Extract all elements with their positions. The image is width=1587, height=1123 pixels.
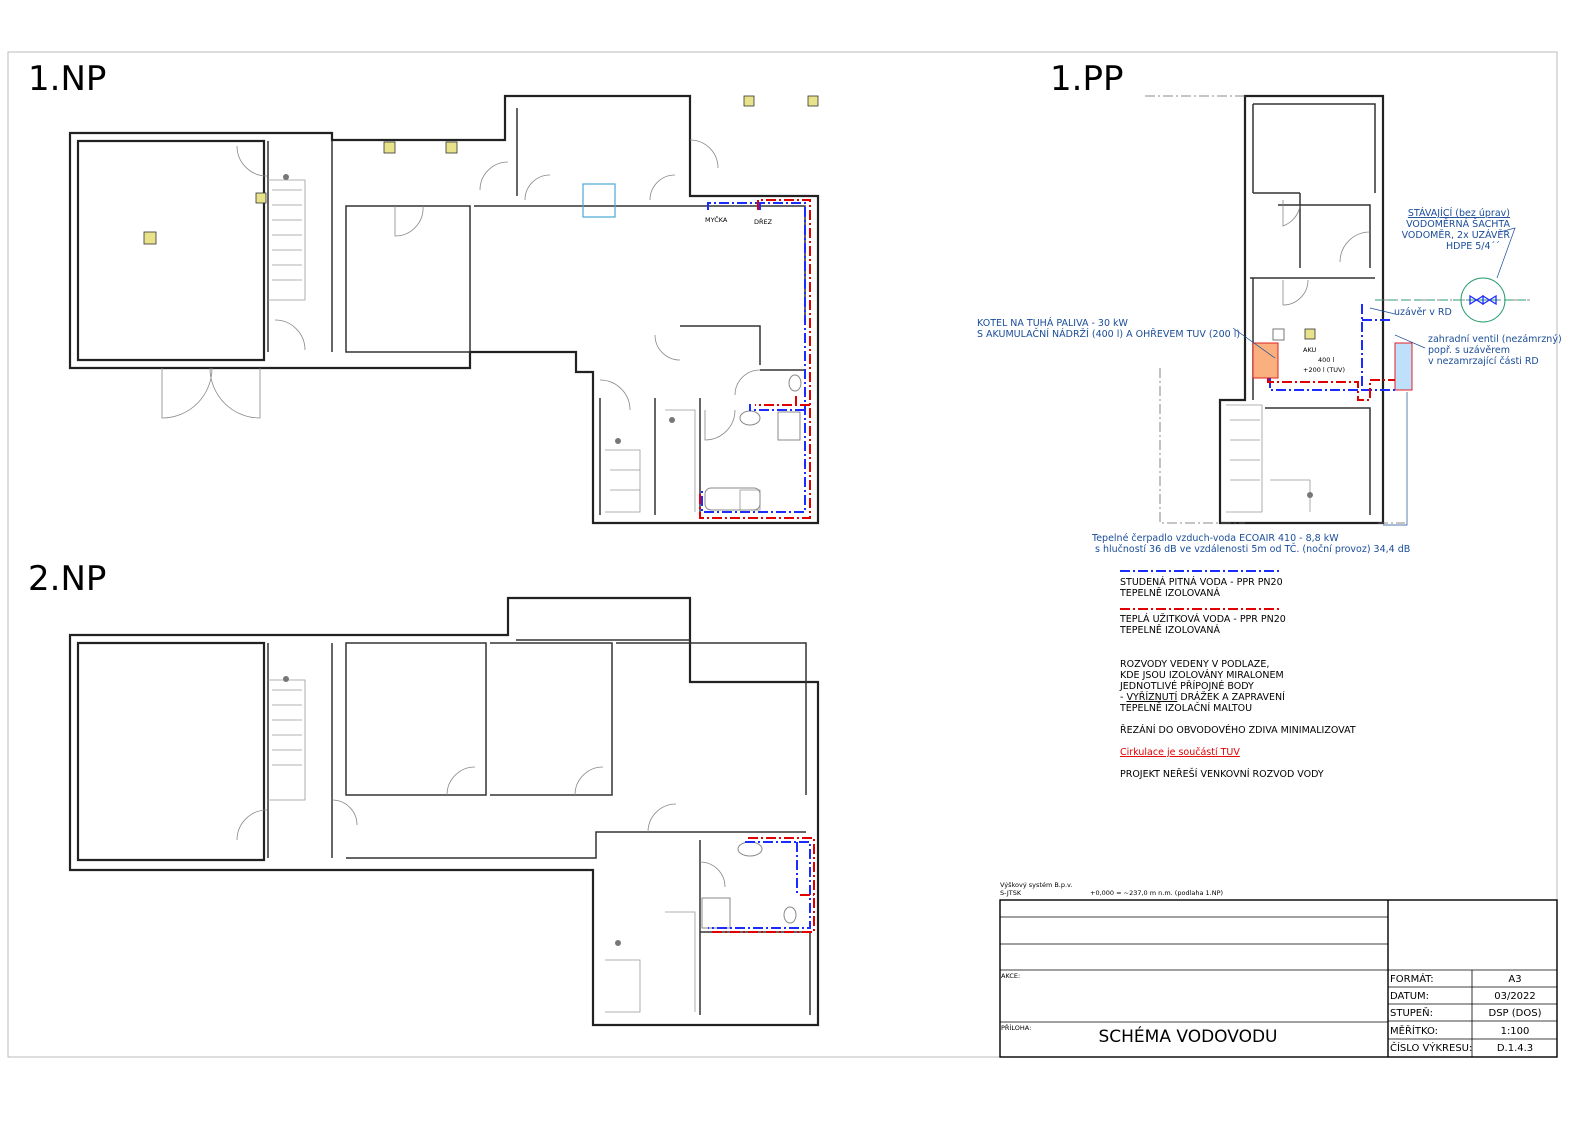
legend-hot-label: TEPLÁ UŽITKOVÁ VODA - PPR PN20 [1119,613,1286,625]
svg-text:STUPEŇ:: STUPEŇ: [1390,1006,1433,1019]
svg-text:TEPELNĚ IZOLOVANÁ: TEPELNĚ IZOLOVANÁ [1119,587,1221,599]
svg-text:S-JTSK: S-JTSK [1000,889,1022,897]
svg-text:MĚŘÍTKO:: MĚŘÍTKO: [1390,1024,1438,1037]
svg-text:ŘEZÁNÍ DO OBVODOVÉHO ZDIVA MIN: ŘEZÁNÍ DO OBVODOVÉHO ZDIVA MINIMALIZOVAT [1120,724,1356,736]
svg-text:TEPELNĚ IZOLAČNÍ MALTOU: TEPELNĚ IZOLAČNÍ MALTOU [1119,702,1252,714]
shutoff-annotation: uzávěr v RD [1394,307,1452,318]
floor-plan-1np: MYČKA DŘEZ [68,94,820,525]
aku-volume: 400 l [1318,356,1334,364]
floor-plan-2np [68,596,820,1027]
floor-label-1np: 1.NP [28,59,106,99]
heat-pump-annotation: Tepelné čerpadlo vzduch-voda ECOAIR 410 … [1091,533,1410,555]
svg-text:KDE JSOU IZOLOVÁNY MIRALONEM: KDE JSOU IZOLOVÁNY MIRALONEM [1120,669,1284,681]
fixture-label-sink: DŘEZ [754,217,773,226]
svg-text:D.1.4.3: D.1.4.3 [1497,1043,1533,1054]
floor-label-2np: 2.NP [28,559,106,599]
aku-label: AKU [1303,346,1317,354]
svg-text:A3: A3 [1508,974,1521,985]
svg-text:VODOMĚRNÁ ŠACHTA: VODOMĚRNÁ ŠACHTA [1406,218,1510,230]
svg-text:03/2022: 03/2022 [1494,991,1536,1002]
aku-tuv-volume: +200 l (TUV) [1303,366,1345,374]
svg-text:Tepelné čerpadlo vzduch-voda E: Tepelné čerpadlo vzduch-voda ECOAIR 410 … [1091,533,1339,544]
svg-text:S AKUMULAČNÍ NÁDRŽÍ (400 l) A: S AKUMULAČNÍ NÁDRŽÍ (400 l) A OHŘEVEM TU… [977,328,1240,340]
svg-text:popř. s uzávěrem: popř. s uzávěrem [1428,345,1510,356]
floor-label-1pp: 1.PP [1050,59,1123,99]
legend-cold-label: STUDENÁ PITNÁ VODA - PPR PN20 [1120,576,1283,588]
svg-text:ROZVODY VEDENY V PODLAZE,: ROZVODY VEDENY V PODLAZE, [1120,659,1269,670]
circulation-note: Cirkulace je součástí TUV [1120,747,1240,758]
svg-text:zahradní ventil (nezámrzný): zahradní ventil (nezámrzný) [1428,334,1562,345]
svg-text:v nezamrzající části RD: v nezamrzající části RD [1428,356,1539,367]
svg-text:STÁVAJÍCÍ (bez úprav): STÁVAJÍCÍ (bez úprav) [1408,207,1510,219]
sheet-border [7,51,1558,1058]
akce-label: AKCE: [1001,972,1020,980]
svg-text:1:100: 1:100 [1501,1026,1530,1037]
priloha-label: PŘÍLOHA: [1001,1023,1031,1032]
svg-text:DATUM:: DATUM: [1390,991,1429,1002]
height-system: Výškový systém B.p.v. S-JTSK +0,000 = ~2… [1000,881,1223,897]
svg-text:PROJEKT NEŘEŠÍ VENKOVNÍ ROZVOD: PROJEKT NEŘEŠÍ VENKOVNÍ ROZVOD VODY [1120,768,1324,780]
svg-text:VODOMĚR, 2x UZÁVĚR: VODOMĚR, 2x UZÁVĚR [1402,229,1511,241]
svg-text:- VYŘÍZNUTÍ DRÁŽEK A ZAPRAVENÍ: - VYŘÍZNUTÍ DRÁŽEK A ZAPRAVENÍ [1120,691,1285,703]
garden-valve-annotation: zahradní ventil (nezámrzný) popř. s uzáv… [1428,334,1562,367]
meter-annotation: STÁVAJÍCÍ (bez úprav) VODOMĚRNÁ ŠACHTA V… [1402,207,1511,252]
svg-text:FORMÁT:: FORMÁT: [1390,972,1434,985]
boiler-annotation: KOTEL NA TUHÁ PALIVA - 30 kW S AKUMULAČN… [977,317,1240,340]
floor-plan-1pp: AKU 400 l +200 l (TUV) [1145,94,1530,526]
svg-text:KOTEL NA TUHÁ PALIVA - 30 kW: KOTEL NA TUHÁ PALIVA - 30 kW [977,317,1129,329]
svg-text:DSP (DOS): DSP (DOS) [1489,1008,1542,1019]
svg-text:s hlučností 36 dB ve vzdálenos: s hlučností 36 dB ve vzdálenosti 5m od T… [1095,543,1410,555]
svg-text:ČÍSLO VÝKRESU:: ČÍSLO VÝKRESU: [1390,1041,1472,1054]
svg-text:Výškový systém B.p.v.: Výškový systém B.p.v. [1000,881,1072,889]
svg-text:+0,000 = ~237,0 m n.m. (podlah: +0,000 = ~237,0 m n.m. (podlaha 1.NP) [1090,889,1223,897]
notes: ROZVODY VEDENY V PODLAZE, KDE JSOU IZOLO… [1119,659,1356,780]
svg-text:HDPE 5/4´´: HDPE 5/4´´ [1446,241,1500,252]
svg-text:JEDNOTLIVÉ PŘÍPOJNÉ BODY: JEDNOTLIVÉ PŘÍPOJNÉ BODY [1119,680,1254,692]
svg-text:TEPELNĚ IZOLOVANÁ: TEPELNĚ IZOLOVANÁ [1119,624,1221,636]
legend: STUDENÁ PITNÁ VODA - PPR PN20 TEPELNĚ IZ… [1119,570,1286,636]
drawing-title: SCHÉMA VODOVODU [1098,1025,1277,1047]
title-block: AKCE: PŘÍLOHA: SCHÉMA VODOVODU FORMÁT: A… [999,899,1558,1058]
fixture-label-dishwasher: MYČKA [705,215,728,224]
